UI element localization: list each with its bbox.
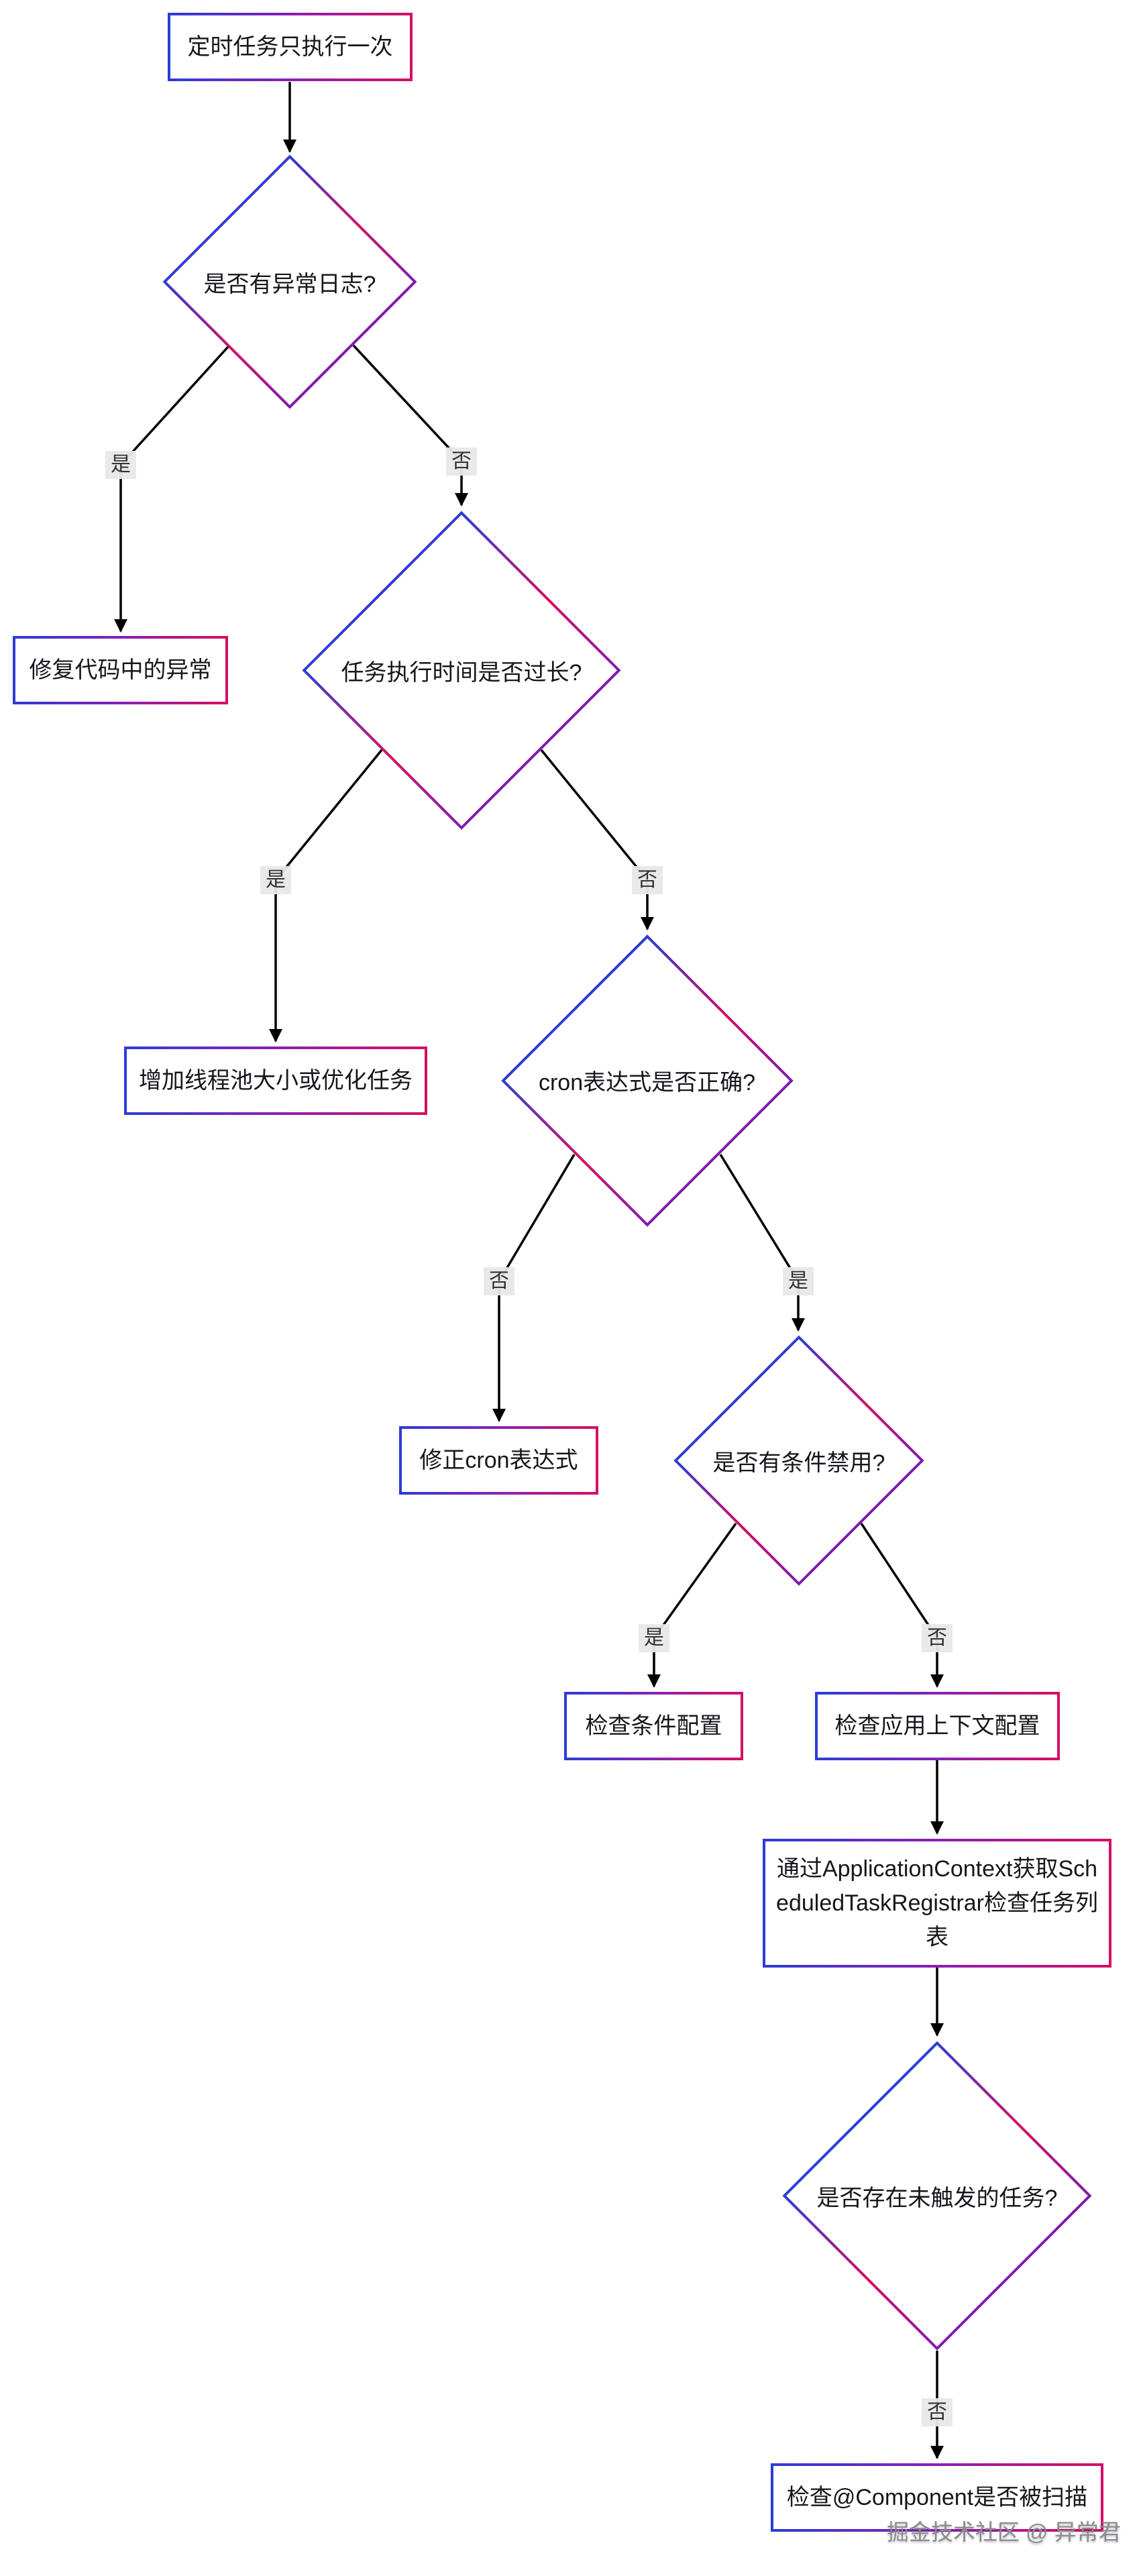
edge-label-no: 否	[632, 866, 663, 894]
node-has-error-log: 是否有异常日志?	[162, 154, 417, 409]
node-conditional-disabled: 是否有条件禁用?	[673, 1335, 924, 1586]
node-check-registrar: 通过ApplicationContext获取ScheduledTaskRegis…	[763, 1839, 1111, 1968]
edge-label-yes: 是	[783, 1267, 814, 1295]
node-cron-correct-label: cron表达式是否正确?	[538, 1070, 756, 1095]
node-start-label: 定时任务只执行一次	[170, 15, 410, 78]
node-check-condition: 检查条件配置	[564, 1692, 743, 1760]
edge-label-yes: 是	[639, 1624, 669, 1652]
node-untriggered-tasks: 是否存在未触发的任务?	[782, 2041, 1092, 2351]
node-cron-correct: cron表达式是否正确?	[500, 934, 794, 1227]
node-fix-code-label: 修复代码中的异常	[15, 639, 225, 702]
node-check-condition-label: 检查条件配置	[567, 1695, 741, 1758]
node-untriggered-tasks-label: 是否存在未触发的任务?	[816, 2185, 1058, 2211]
node-check-component-label: 检查@Component是否被扫描	[773, 2466, 1101, 2529]
node-check-registrar-label: 通过ApplicationContext获取ScheduledTaskRegis…	[765, 1841, 1109, 1965]
edge-label-yes: 是	[105, 451, 136, 479]
node-increase-pool-label: 增加线程池大小或优化任务	[127, 1049, 425, 1112]
node-increase-pool: 增加线程池大小或优化任务	[124, 1046, 427, 1115]
edge-label-no: 否	[922, 2398, 953, 2426]
edge-label-no: 否	[922, 1624, 953, 1652]
node-exec-too-long-label: 任务执行时间是否过长?	[341, 659, 582, 686]
node-exec-too-long: 任务执行时间是否过长?	[302, 511, 621, 830]
node-has-error-log-label: 是否有异常日志?	[203, 271, 376, 297]
node-fix-cron-label: 修正cron表达式	[402, 1429, 596, 1492]
node-check-context: 检查应用上下文配置	[815, 1692, 1060, 1760]
edge-label-no: 否	[484, 1267, 514, 1295]
node-conditional-disabled-label: 是否有条件禁用?	[712, 1450, 885, 1476]
node-start: 定时任务只执行一次	[168, 13, 413, 81]
node-fix-cron: 修正cron表达式	[399, 1426, 598, 1495]
node-check-component: 检查@Component是否被扫描	[771, 2463, 1103, 2532]
node-check-context-label: 检查应用上下文配置	[818, 1695, 1057, 1758]
edge-label-no: 否	[446, 447, 477, 476]
watermark: 掘金技术社区 @ 异常君	[887, 2520, 1121, 2544]
node-fix-code: 修复代码中的异常	[13, 636, 228, 704]
edge-label-yes: 是	[260, 866, 291, 894]
